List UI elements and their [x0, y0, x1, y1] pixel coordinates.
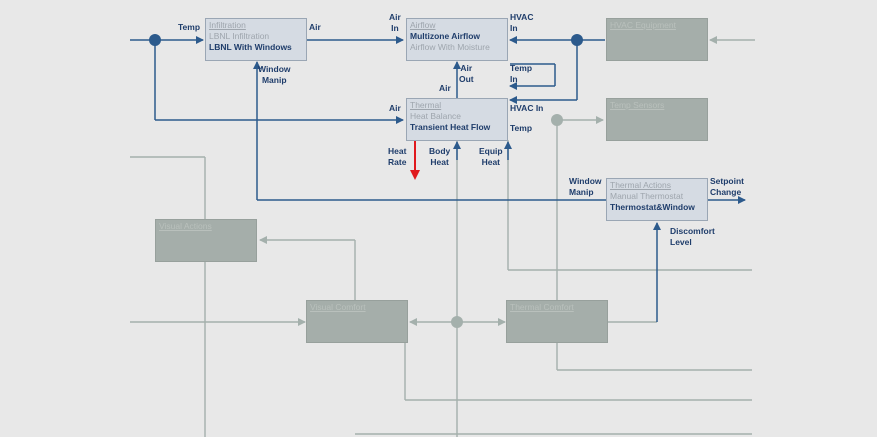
- air-in-line1: Air: [389, 12, 401, 22]
- thermal-block[interactable]: Thermal Heat Balance Transient Heat Flow: [406, 98, 508, 141]
- air-in-line2: In: [391, 23, 399, 33]
- junction-blue-temp: [149, 34, 161, 46]
- equip-heat-line1: Equip: [479, 146, 503, 156]
- temp-sensors-title: Temp Sensors: [610, 100, 665, 110]
- port-label-window-manip-2: Window Manip: [569, 176, 602, 198]
- equip-heat-line2: Heat: [481, 157, 501, 167]
- thermal-title: Thermal: [410, 100, 442, 110]
- port-label-temp-in: Temp: [178, 22, 201, 32]
- port-label-air-thermal-left: Air: [389, 103, 401, 113]
- port-label-heat-rate: Heat Rate: [388, 146, 406, 168]
- temp-sensors-block[interactable]: Temp Sensors: [606, 98, 708, 141]
- port-label-air-out-infil: Air: [309, 22, 321, 32]
- infiltration-option-1[interactable]: LBNL Infiltration: [209, 31, 270, 41]
- airflow-option-1[interactable]: Multizone Airflow: [410, 31, 481, 41]
- hvac-in-line2: In: [510, 23, 518, 33]
- infiltration-block[interactable]: Infiltration LBNL Infiltration LBNL With…: [205, 18, 307, 61]
- port-label-window-manip: Window Manip: [258, 64, 291, 86]
- body-heat-line2: Heat: [430, 157, 449, 167]
- heat-rate-line2: Rate: [388, 157, 407, 167]
- thermal-actions-block[interactable]: Thermal Actions Manual Thermostat Thermo…: [606, 178, 708, 221]
- port-label-temp-thermal: Temp: [510, 123, 533, 133]
- window-manip-line2: Manip: [261, 75, 287, 85]
- body-heat-line1: Body: [429, 146, 451, 156]
- hvac-equipment-block[interactable]: HVAC Equipment: [606, 18, 708, 61]
- inactive-connectors: [130, 36, 755, 437]
- thermal-option-2[interactable]: Transient Heat Flow: [410, 122, 491, 132]
- port-label-equip-heat: Equip Heat: [479, 146, 503, 168]
- port-label-temp-in-airflow: Temp In: [510, 63, 532, 85]
- thermal-actions-option-1[interactable]: Manual Thermostat: [610, 191, 684, 201]
- visual-actions-block[interactable]: Visual Actions: [155, 219, 257, 262]
- thermal-actions-option-2[interactable]: Thermostat&Window: [610, 202, 695, 212]
- port-label-air-thermal-top: Air: [439, 83, 451, 93]
- port-label-discomfort-level: Discomfort Level: [670, 226, 715, 248]
- port-label-hvac-in-thermal: HVAC In: [510, 103, 544, 113]
- temp-in-line2: In: [510, 74, 518, 84]
- port-label-setpoint-change: Setpoint Change: [710, 176, 744, 198]
- discomfort-line1: Discomfort: [670, 226, 715, 236]
- airflow-title: Airflow: [410, 20, 436, 30]
- visual-comfort-block[interactable]: Visual Comfort: [306, 300, 408, 343]
- junction-grey-temp: [551, 114, 563, 126]
- air-out-line1: Air: [460, 63, 473, 73]
- visual-comfort-title: Visual Comfort: [310, 302, 366, 312]
- window-manip2-line1: Window: [569, 176, 602, 186]
- junction-blue-hvac: [571, 34, 583, 46]
- port-label-air-out: Air Out: [459, 63, 474, 85]
- port-label-body-heat: Body Heat: [429, 146, 450, 168]
- port-label-air-in: Air In: [389, 12, 401, 34]
- thermal-actions-title: Thermal Actions: [610, 180, 671, 190]
- hvac-equipment-title: HVAC Equipment: [610, 20, 676, 30]
- airflow-block[interactable]: Airflow Multizone Airflow Airflow With M…: [406, 18, 508, 61]
- infiltration-option-2[interactable]: LBNL With Windows: [209, 42, 292, 52]
- temp-in-line1: Temp: [510, 63, 533, 73]
- setpoint-line1: Setpoint: [710, 176, 744, 186]
- visual-actions-title: Visual Actions: [159, 221, 212, 231]
- air-out-line2: Out: [459, 74, 474, 84]
- port-label-hvac-in: HVAC In: [510, 12, 533, 34]
- infiltration-title: Infiltration: [209, 20, 246, 30]
- junction-grey-comfort: [451, 316, 463, 328]
- thermal-comfort-title: Thermal Comfort: [510, 302, 574, 312]
- thermal-comfort-block[interactable]: Thermal Comfort: [506, 300, 608, 343]
- discomfort-line2: Level: [670, 237, 692, 247]
- airflow-option-2[interactable]: Airflow With Moisture: [410, 42, 490, 52]
- setpoint-line2: Change: [710, 187, 742, 197]
- window-manip-line1: Window: [258, 64, 291, 74]
- heat-rate-line1: Heat: [388, 146, 407, 156]
- window-manip2-line2: Manip: [569, 187, 594, 197]
- hvac-in-line1: HVAC: [510, 12, 534, 22]
- thermal-option-1[interactable]: Heat Balance: [410, 111, 462, 121]
